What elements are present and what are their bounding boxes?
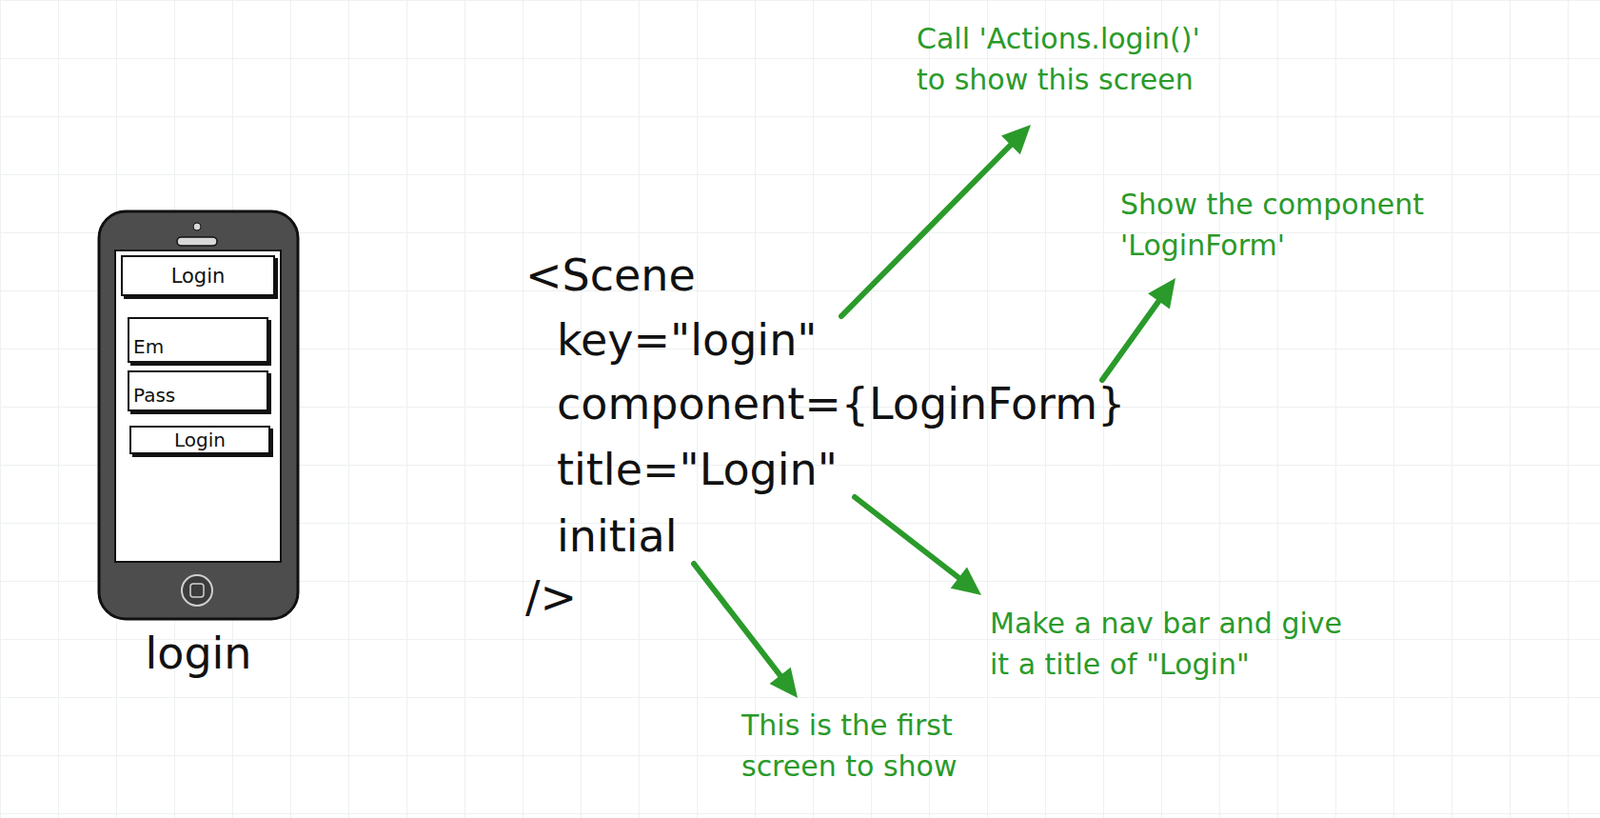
phone-body	[98, 211, 298, 619]
code-line: title="Login"	[556, 440, 838, 498]
code-line-box: component={LoginForm}	[556, 375, 1126, 433]
code-line: <Scene	[525, 246, 696, 304]
annotation-note: Make a nav bar and give it a title of "L…	[989, 602, 1362, 685]
code-line-box: key="login"	[556, 311, 817, 369]
annotation-box: Call 'Actions.login()' to show this scre…	[916, 18, 1222, 100]
login-button: Login	[129, 425, 271, 455]
annotation-box: Make a nav bar and give it a title of "L…	[989, 602, 1362, 685]
leader-arrow-line	[1102, 298, 1161, 380]
home-button-icon	[190, 583, 204, 597]
annotation-box: Show the component 'LoginForm'	[1120, 183, 1435, 266]
leader-arrow-line	[854, 496, 961, 579]
arrowhead	[770, 667, 799, 698]
leader-arrow-line	[841, 142, 1013, 317]
phone-device: loginLoginEmPassLogin	[98, 211, 298, 678]
annotation-note: Show the component 'LoginForm'	[1120, 183, 1435, 266]
phone-screen	[115, 250, 281, 562]
code-line-box: title="Login"	[556, 440, 838, 498]
screen-text: Pass	[133, 384, 176, 407]
code-line: component={LoginForm}	[556, 375, 1126, 433]
code-line: key="login"	[556, 311, 817, 369]
phone-camera	[193, 222, 201, 231]
leader-arrow-line	[693, 563, 782, 677]
arrowhead	[1001, 124, 1031, 155]
arrowhead	[950, 567, 982, 596]
phone-speaker	[177, 237, 218, 246]
text-input: Pass	[127, 370, 269, 412]
code-line-box: />	[525, 568, 577, 626]
screen-text: Em	[133, 335, 164, 358]
home-button	[181, 574, 213, 606]
text-input: Em	[127, 316, 269, 363]
code-line: initial	[556, 507, 678, 565]
nav-bar: Login	[120, 255, 276, 297]
screen-text: Login	[174, 429, 226, 451]
annotation-note: Call 'Actions.login()' to show this scre…	[916, 18, 1222, 100]
device-caption: login	[98, 628, 298, 678]
screen-text: Login	[171, 264, 226, 288]
annotation-box: This is the first screen to show	[741, 704, 975, 787]
code-line-box: initial	[556, 507, 678, 565]
annotation-note: This is the first screen to show	[741, 704, 975, 787]
code-line: />	[525, 568, 577, 626]
arrowhead	[1147, 277, 1176, 310]
code-line-box: <Scene	[525, 246, 696, 304]
